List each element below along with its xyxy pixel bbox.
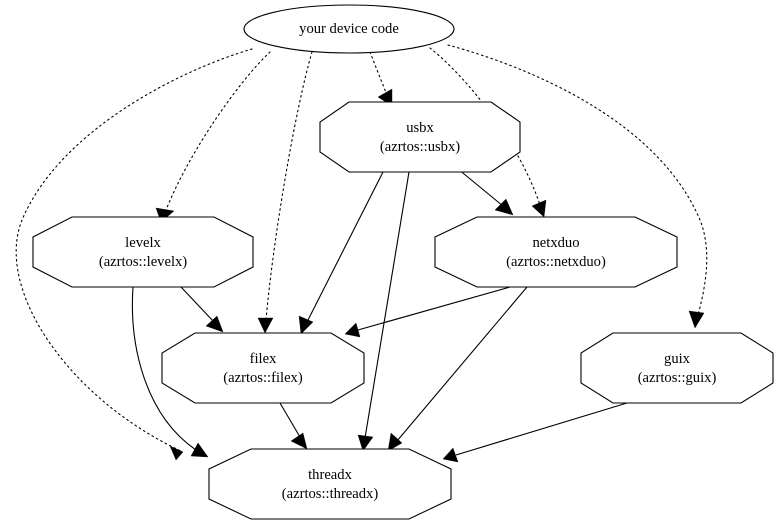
node-sublabel-usbx: (azrtos::usbx)	[380, 139, 460, 155]
node-label-usbx: usbx	[406, 120, 434, 136]
node-line1-netxduo: netxduo	[532, 235, 579, 251]
node-line1-filex: filex	[250, 351, 277, 367]
node-label-device: your device code	[299, 21, 399, 37]
node-line2-guix: (azrtos::guix)	[638, 370, 717, 386]
node-line1-device: your device code	[299, 21, 399, 37]
node-sublabel-levelx: (azrtos::levelx)	[99, 254, 187, 270]
node-shape-octagon-filex	[161, 332, 365, 404]
node-line1-threadx: threadx	[308, 467, 352, 483]
node-sublabel-threadx: (azrtos::threadx)	[282, 486, 379, 502]
node-line2-usbx: (azrtos::usbx)	[380, 139, 460, 155]
node-line2-netxduo: (azrtos::netxduo)	[506, 254, 606, 270]
node-sublabel-netxduo: (azrtos::netxduo)	[506, 254, 606, 270]
node-shape-ellipse	[243, 4, 455, 54]
node-line2-levelx: (azrtos::levelx)	[99, 254, 187, 270]
node-usbx[interactable]: usbx (azrtos::usbx)	[319, 101, 521, 173]
edge-device-to-threadx	[15, 48, 253, 461]
node-line2-filex: (azrtos::filex)	[223, 370, 303, 386]
edge-usbx-to-filex	[298, 171, 384, 335]
node-label-filex: filex	[250, 351, 277, 367]
edge-device-to-usbx	[369, 51, 393, 107]
node-shape-octagon-netxduo	[434, 216, 678, 288]
node-guix[interactable]: guix (azrtos::guix)	[580, 332, 774, 404]
edge-levelx-to-threadx	[131, 286, 209, 458]
edge-device-to-netxduo	[429, 47, 547, 218]
node-levelx[interactable]: levelx (azrtos::levelx)	[32, 216, 254, 288]
node-line1-levelx: levelx	[125, 235, 161, 251]
node-filex[interactable]: filex (azrtos::filex)	[161, 332, 365, 404]
node-sublabel-guix: (azrtos::guix)	[638, 370, 717, 386]
edge-device-to-filex	[257, 51, 313, 334]
edge-usbx-to-netxduo	[457, 168, 514, 216]
node-line1-guix: guix	[664, 351, 691, 367]
node-label-threadx: threadx	[308, 467, 352, 483]
edge-filex-to-threadx	[279, 402, 308, 450]
node-sublabel-filex: (azrtos::filex)	[223, 370, 303, 386]
edge-guix-to-threadx	[442, 402, 628, 463]
node-threadx[interactable]: threadx (azrtos::threadx)	[208, 448, 452, 520]
edge-group-dotted	[15, 44, 708, 461]
edge-usbx-to-threadx	[357, 171, 410, 452]
edge-device-to-guix	[447, 44, 708, 329]
node-shape-octagon-guix	[580, 332, 774, 404]
edge-device-to-levelx	[155, 51, 271, 223]
node-label-netxduo: netxduo	[532, 235, 579, 251]
edge-netxduo-to-threadx	[387, 286, 528, 452]
node-shape-octagon-threadx	[208, 448, 452, 520]
node-shape-octagon-levelx	[32, 216, 254, 288]
node-line2-threadx: (azrtos::threadx)	[282, 486, 379, 502]
node-line1-usbx: usbx	[406, 120, 434, 136]
node-netxduo[interactable]: netxduo (azrtos::netxduo)	[434, 216, 678, 288]
node-your-device-code[interactable]: your device code	[243, 4, 455, 54]
node-shape-octagon-usbx	[319, 101, 521, 173]
node-label-guix: guix	[664, 351, 691, 367]
edge-group-solid	[131, 168, 628, 463]
edge-levelx-to-filex	[180, 286, 224, 333]
node-label-levelx: levelx	[125, 235, 161, 251]
edge-netxduo-to-filex	[344, 286, 511, 338]
